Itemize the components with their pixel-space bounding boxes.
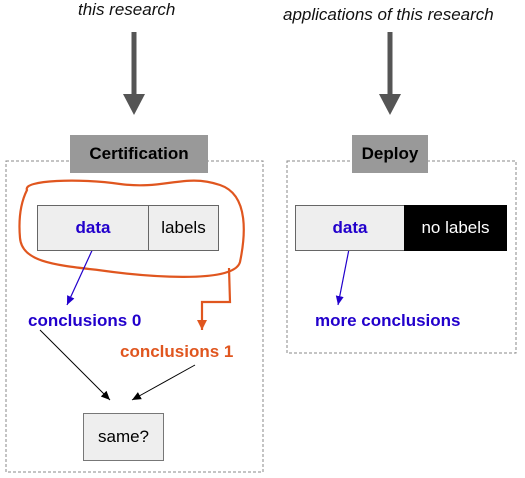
right-input-arrow — [379, 32, 401, 115]
deploy-data-to-conclusions-arrow — [335, 243, 351, 306]
certification-labels-cell: labels — [148, 205, 219, 251]
deploy-header: Deploy — [352, 135, 428, 173]
conclusions-1-label: conclusions 1 — [120, 342, 234, 361]
left-input-arrow — [123, 32, 145, 115]
deploy-no-labels-cell: no labels — [404, 205, 507, 251]
same-check-box: same? — [83, 413, 164, 461]
deploy-container — [286, 160, 517, 354]
orange-connector — [197, 267, 232, 330]
conclusions-0-label: conclusions 0 — [28, 311, 142, 330]
conclusions0-to-same-arrow — [39, 329, 111, 401]
deploy-data-cell: data — [295, 205, 405, 251]
more-conclusions-label: more conclusions — [315, 311, 461, 330]
left-input-label: this research — [78, 0, 176, 19]
certification-container — [5, 160, 264, 473]
data-to-conclusions0-arrow — [66, 243, 96, 306]
certification-header: Certification — [70, 135, 208, 173]
conclusions1-to-same-arrow — [131, 364, 196, 401]
certification-data-cell: data — [37, 205, 149, 251]
right-input-label: applications of this research — [283, 5, 494, 24]
orange-lasso — [18, 179, 245, 278]
